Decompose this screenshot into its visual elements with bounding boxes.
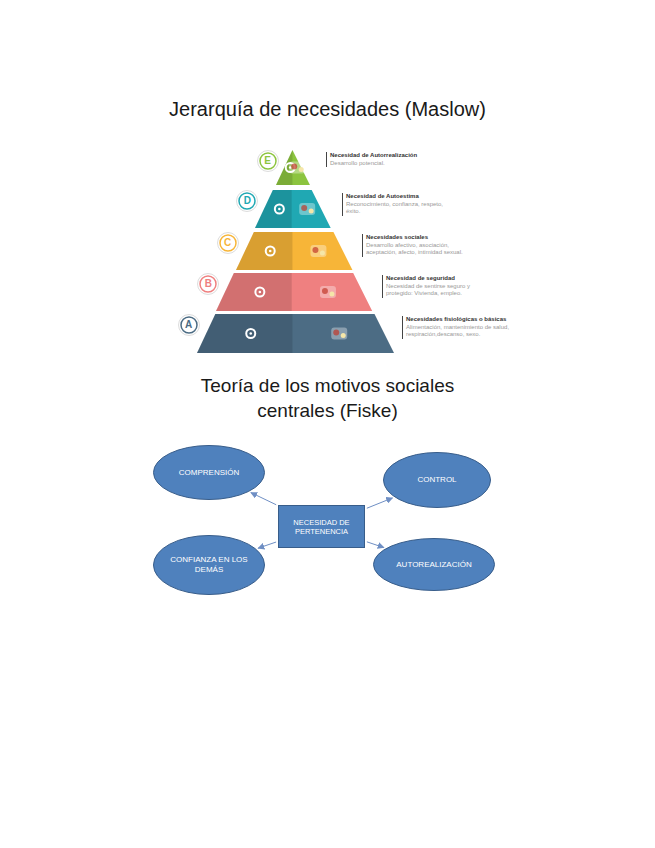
level-letter-text: C (224, 238, 231, 248)
level-letter-text: D (244, 196, 251, 206)
level-description: Desarrollo potencial. (330, 160, 434, 167)
text-group: C (219, 234, 237, 252)
arrow-connector (258, 542, 276, 548)
level-description: Alimentación, mantenimiento de salud, re… (406, 324, 510, 338)
level-heading: Necesidades fisiológicas o básicas (406, 316, 510, 323)
arrow-connector (367, 498, 393, 508)
level-letter-text: B (205, 279, 212, 289)
level-letter-text: A (185, 320, 192, 330)
level-description: Reconocimiento, confianza, respeto, éxit… (346, 201, 450, 215)
level-description: Desarrollo afectivo, asociación, aceptac… (366, 242, 470, 256)
arrow-connector (251, 493, 276, 505)
level-letter: B (199, 275, 217, 293)
level-description: Necesidad de sentirse seguro y protegido… (386, 283, 490, 297)
text-group: D (238, 192, 256, 210)
text-group: CONTROL (383, 452, 491, 508)
level-heading: Necesidad de Autoestima (346, 193, 450, 200)
pyramid-level: Necesidad de AutorrealizaciónDesarrollo … (276, 150, 310, 185)
text-group: Necesidades fisiológicas o básicasAlimen… (402, 316, 510, 339)
motive-ellipse: CONFIANZA EN LOS DEMÁS (153, 535, 265, 595)
level-heading: Necesidades sociales (366, 234, 470, 241)
section-title: Teoría de los motivos sociales centrales… (180, 374, 475, 423)
text-group: Necesidad de seguridadNecesidad de senti… (382, 275, 490, 298)
central-label: NECESIDAD DE PERTENENCIA (283, 518, 360, 536)
text-group: AUTOREALIZACIÓN (373, 538, 495, 591)
motive-label: COMPRENSIÓN (179, 468, 239, 478)
level-letter-text: E (264, 156, 271, 166)
level-letter: C (219, 234, 237, 252)
node-outline (236, 232, 352, 270)
pyramid-level: Necesidades socialesDesarrollo afectivo,… (236, 232, 352, 270)
motive-ellipse: AUTOREALIZACIÓN (373, 538, 495, 591)
motive-ellipse: COMPRENSIÓN (153, 445, 265, 500)
text-group: NECESIDAD DE PERTENENCIA (278, 505, 365, 548)
arrow-connector (367, 542, 384, 548)
pyramid-level: Necesidad de AutoestimaReconocimiento, c… (255, 190, 331, 228)
motive-label: CONFIANZA EN LOS DEMÁS (170, 555, 248, 574)
motive-ellipse: CONTROL (383, 452, 491, 508)
text-group: CONFIANZA EN LOS DEMÁS (153, 535, 265, 595)
text-group: Necesidad de AutorrealizaciónDesarrollo … (326, 152, 434, 167)
text-group: Necesidades socialesDesarrollo afectivo,… (362, 234, 470, 257)
node-outline (276, 150, 310, 185)
text-group: B (199, 275, 217, 293)
motive-label: AUTOREALIZACIÓN (396, 560, 471, 570)
level-heading: Necesidad de Autorrealización (330, 152, 434, 159)
page-title: Jerarquía de necesidades (Maslow) (0, 98, 655, 121)
motive-label: CONTROL (417, 475, 456, 485)
node-outline (255, 190, 331, 228)
level-heading: Necesidad de seguridad (386, 275, 490, 282)
level-letter: A (180, 316, 198, 334)
text-group: Necesidad de AutoestimaReconocimiento, c… (342, 193, 450, 216)
node-outline (197, 314, 394, 353)
text-group: E (259, 152, 277, 170)
pyramid-level: Necesidad de seguridadNecesidad de senti… (216, 273, 372, 311)
text-group: A (180, 316, 198, 334)
central-box: NECESIDAD DE PERTENENCIA (278, 505, 365, 548)
level-letter: D (238, 192, 256, 210)
pyramid-level: Necesidades fisiológicas o básicasAlimen… (197, 314, 394, 353)
text-group: COMPRENSIÓN (153, 445, 265, 500)
level-letter: E (259, 152, 277, 170)
node-outline (216, 273, 372, 311)
